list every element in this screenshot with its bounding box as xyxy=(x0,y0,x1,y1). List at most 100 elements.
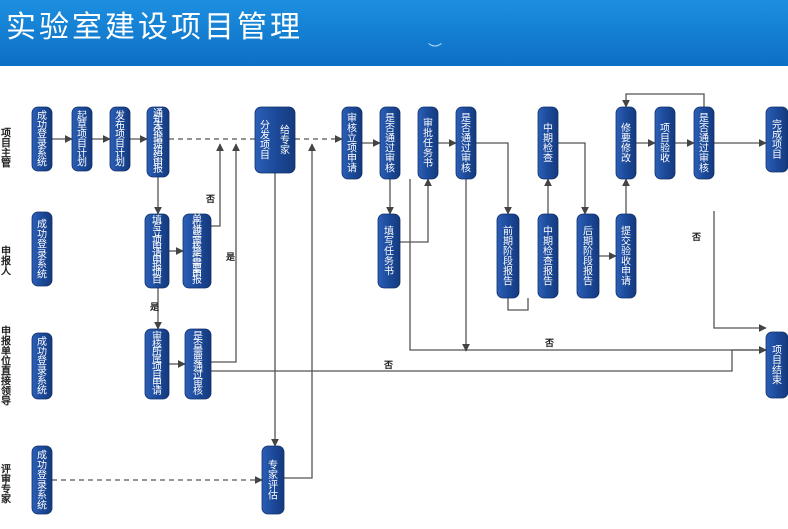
svg-text:专: 专 xyxy=(280,134,290,147)
svg-text:未: 未 xyxy=(153,120,163,132)
svg-text:填: 填 xyxy=(384,225,394,238)
edge-9 xyxy=(211,143,240,363)
svg-text:写: 写 xyxy=(152,221,162,233)
svg-text:查: 查 xyxy=(543,152,553,165)
svg-text:结: 结 xyxy=(772,364,782,377)
svg-text:书: 书 xyxy=(384,266,394,278)
svg-text:审: 审 xyxy=(1,473,11,486)
svg-text:是: 是 xyxy=(699,113,709,125)
svg-text:通: 通 xyxy=(193,362,203,374)
svg-text:目: 目 xyxy=(152,370,162,381)
edge-label-yes1: 是 xyxy=(225,252,236,263)
svg-text:知: 知 xyxy=(153,112,163,125)
svg-text:验: 验 xyxy=(621,245,631,258)
svg-text:报: 报 xyxy=(152,260,162,273)
svg-text:任: 任 xyxy=(423,137,433,150)
svg-text:计: 计 xyxy=(115,146,125,159)
edges xyxy=(52,93,767,484)
svg-text:家: 家 xyxy=(280,144,290,157)
svg-text:草: 草 xyxy=(77,119,87,131)
svg-text:收: 收 xyxy=(621,255,631,268)
svg-text:审: 审 xyxy=(461,152,471,165)
svg-text:申: 申 xyxy=(192,268,202,281)
svg-text:提: 提 xyxy=(621,226,631,238)
svg-text:否: 否 xyxy=(461,123,471,135)
svg-text:中: 中 xyxy=(543,122,553,135)
svg-text:通: 通 xyxy=(699,133,709,145)
svg-text:报: 报 xyxy=(1,335,11,348)
svg-text:项: 项 xyxy=(260,140,270,152)
svg-text:否: 否 xyxy=(699,123,709,135)
svg-text:成: 成 xyxy=(37,219,47,231)
edge-29 xyxy=(622,93,705,108)
svg-text:报: 报 xyxy=(503,265,513,278)
svg-text:段: 段 xyxy=(503,255,513,268)
svg-text:通: 通 xyxy=(461,133,471,145)
svg-text:中: 中 xyxy=(543,225,553,238)
svg-text:务: 务 xyxy=(423,147,433,160)
svg-text:通: 通 xyxy=(153,107,163,119)
svg-text:目: 目 xyxy=(660,134,670,145)
svg-text:给: 给 xyxy=(280,124,290,137)
svg-text:系: 系 xyxy=(37,490,47,502)
svg-text:改: 改 xyxy=(621,152,631,165)
svg-text:单: 单 xyxy=(1,345,11,358)
svg-text:请: 请 xyxy=(347,162,357,175)
svg-text:申: 申 xyxy=(1,325,11,338)
svg-text:填: 填 xyxy=(152,214,162,227)
svg-text:主: 主 xyxy=(1,147,11,160)
svg-text:单: 单 xyxy=(192,214,202,226)
svg-text:报: 报 xyxy=(192,273,202,286)
svg-text:查: 查 xyxy=(543,255,553,268)
svg-text:需: 需 xyxy=(192,258,202,270)
header-banner: 实验室建设项目管理 ︶ xyxy=(0,0,788,66)
svg-text:过: 过 xyxy=(193,368,203,381)
svg-text:申: 申 xyxy=(347,152,357,165)
page-title: 实验室建设项目管理 xyxy=(6,10,303,45)
svg-text:期: 期 xyxy=(543,236,553,248)
svg-text:否: 否 xyxy=(385,123,395,135)
svg-text:据: 据 xyxy=(153,131,163,144)
svg-text:布: 布 xyxy=(115,119,125,131)
svg-text:录: 录 xyxy=(37,249,47,261)
svg-text:段: 段 xyxy=(583,255,593,268)
svg-text:导: 导 xyxy=(192,230,202,242)
svg-text:专: 专 xyxy=(268,459,278,472)
svg-text:登: 登 xyxy=(37,238,47,251)
svg-text:项: 项 xyxy=(152,267,162,279)
svg-text:核: 核 xyxy=(347,122,357,135)
svg-text:阶: 阶 xyxy=(503,245,513,258)
svg-text:分: 分 xyxy=(260,120,270,132)
svg-text:立: 立 xyxy=(152,227,162,240)
svg-text:依: 依 xyxy=(153,125,163,138)
svg-text:阶: 阶 xyxy=(583,245,593,258)
svg-text:是: 是 xyxy=(192,247,202,259)
svg-text:项: 项 xyxy=(152,362,162,374)
svg-text:项: 项 xyxy=(772,345,782,357)
svg-text:申: 申 xyxy=(621,265,631,278)
edge-label-no3: 否 xyxy=(383,360,393,371)
svg-text:成: 成 xyxy=(772,129,782,141)
svg-text:功: 功 xyxy=(37,460,47,472)
svg-text:核: 核 xyxy=(461,162,471,175)
edge-13 xyxy=(284,143,316,479)
svg-text:审: 审 xyxy=(347,112,357,125)
seagull-icon: ︶ xyxy=(428,43,442,59)
svg-text:登: 登 xyxy=(37,128,47,141)
svg-text:家: 家 xyxy=(268,469,278,482)
